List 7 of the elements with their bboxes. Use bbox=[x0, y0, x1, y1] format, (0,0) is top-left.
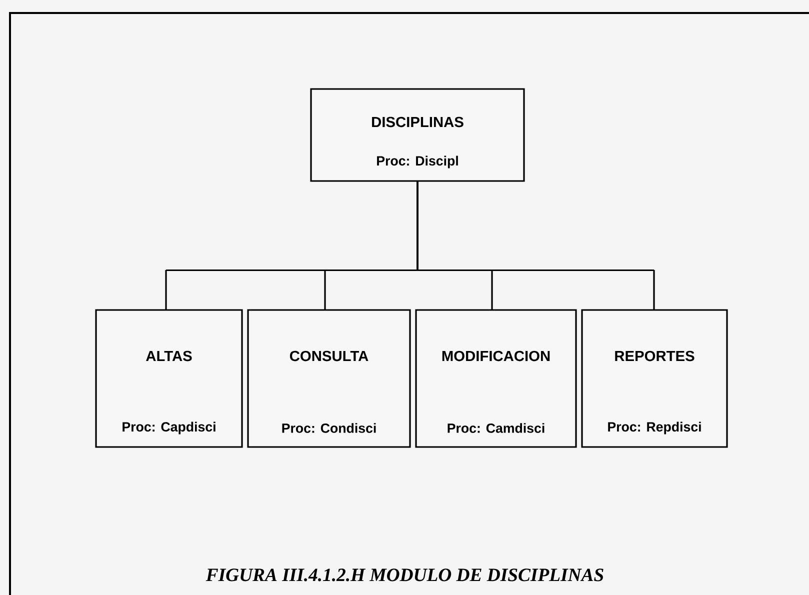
process-box: ALTAS Proc: Capdisci bbox=[95, 309, 243, 448]
figure-caption: FIGURA III.4.1.2.H MODULO DE DISCIPLINAS bbox=[206, 568, 604, 582]
process-box: REPORTES Proc: Repdisci bbox=[581, 309, 728, 448]
process-box: DISCIPLINAS Proc: Discipl bbox=[310, 88, 525, 182]
process-box: CONSULTA Proc: Condisci bbox=[247, 309, 411, 448]
connector-line bbox=[416, 181, 655, 310]
process-box: MODIFICACION Proc: Camdisci bbox=[415, 309, 577, 448]
